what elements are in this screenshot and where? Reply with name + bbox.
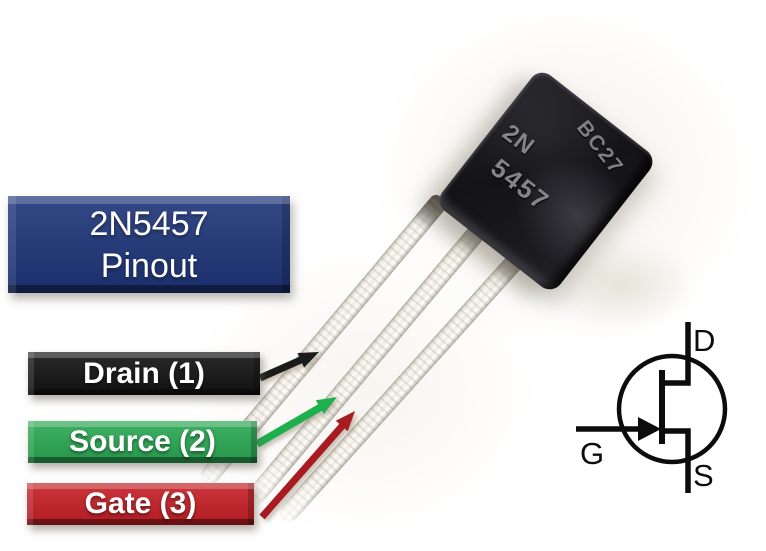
symbol-label-gate: G: [580, 436, 604, 471]
pin-label-gate: Gate (3): [27, 483, 254, 525]
source-arrow: [255, 397, 337, 448]
symbol-label-drain: D: [693, 323, 715, 358]
title-part-number: 2N5457: [89, 204, 209, 243]
symbol-circle: [616, 353, 728, 465]
drain-arrow: [258, 352, 319, 382]
gate-arrow-shaft: [259, 422, 346, 520]
pin-label-source: Source (2): [28, 421, 257, 463]
symbol-source-lead: [662, 428, 691, 493]
pin-label-source-text: Source (2): [69, 425, 216, 458]
source-arrow-shaft: [255, 403, 323, 448]
gate-arrow: [259, 411, 355, 520]
title-word-pinout: Pinout: [100, 246, 198, 285]
drain-arrow-head: [297, 352, 319, 368]
symbol-gate-arrowhead: [638, 417, 661, 441]
jfet-symbol: D G S: [576, 322, 728, 493]
pin-label-drain: Drain (1): [28, 352, 260, 395]
symbol-label-source: S: [693, 458, 714, 493]
symbol-drain-lead: [662, 322, 691, 386]
pin-label-gate-text: Gate (3): [84, 487, 197, 520]
pin-label-drain-text: Drain (1): [83, 356, 205, 390]
drain-arrow-shaft: [258, 355, 305, 382]
title-banner: 2N5457 Pinout: [8, 196, 290, 293]
